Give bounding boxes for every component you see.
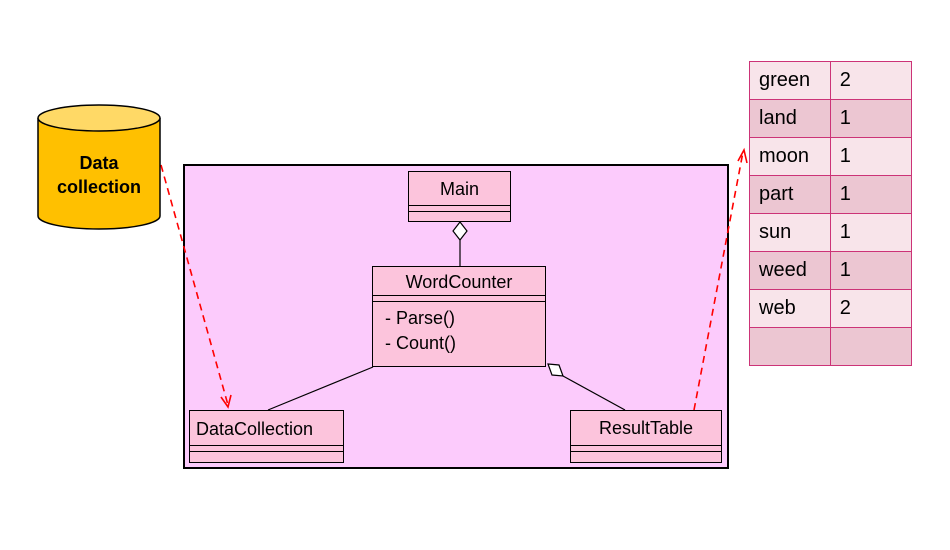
arrowhead-datacollection [220,394,232,409]
result-table: green 2 land 1 moon 1 part 1 sun 1 weed … [749,61,913,366]
count-cell: 1 [829,99,913,138]
word-cell: land [749,99,831,138]
operation-parse: - Parse() [385,308,456,328]
table-row [749,327,913,366]
class-resulttable-operations-divider [571,451,721,452]
word-cell: web [749,289,831,328]
class-resulttable-attributes-divider [571,445,721,446]
arrowhead-table [737,147,748,164]
table-row: weed 1 [749,251,913,290]
word-cell [749,327,831,366]
table-row: green 2 [749,61,913,100]
association-wordcounter-resulttable [562,375,626,411]
association-wordcounter-datacollection [267,366,374,411]
count-cell: 1 [829,213,913,252]
word-cell: moon [749,137,831,176]
class-resulttable: ResultTable [570,410,722,463]
word-cell: sun [749,213,831,252]
class-main: Main [408,171,511,222]
class-wordcounter-attributes-divider [373,295,545,296]
count-cell: 2 [829,289,913,328]
table-row: land 1 [749,99,913,138]
class-wordcounter-operations: - Parse() - Count() [373,302,545,356]
table-row: part 1 [749,175,913,214]
aggregation-diamond-main [452,221,468,241]
class-main-name: Main [439,179,479,199]
class-main-attributes-divider [409,205,510,206]
count-cell [829,327,913,366]
class-datacollection-attributes-divider [190,445,343,446]
dashed-flow-resulttable-to-table [693,151,744,411]
class-wordcounter: WordCounter - Parse() - Count() [372,266,546,367]
table-row: moon 1 [749,137,913,176]
word-cell: part [749,175,831,214]
data-collection-store: Data collection [37,104,161,230]
dashed-flow-datastore-to-datacollection [160,164,229,406]
class-resulttable-name: ResultTable [598,418,694,438]
count-cell: 1 [829,137,913,176]
data-collection-label-line1: Data [79,153,119,173]
class-datacollection-name: DataCollection [196,419,314,439]
table-row: sun 1 [749,213,913,252]
word-cell: weed [749,251,831,290]
class-wordcounter-operations-divider [373,301,545,302]
class-main-operations-divider [409,211,510,212]
aggregation-diamond-wordcounter [547,363,564,377]
count-cell: 1 [829,175,913,214]
count-cell: 1 [829,251,913,290]
data-collection-label: Data collection [37,151,161,199]
data-collection-label-line2: collection [56,177,141,197]
table-row: web 2 [749,289,913,328]
operation-count: - Count() [385,333,457,353]
class-datacollection: DataCollection [189,410,344,463]
count-cell: 2 [829,61,913,100]
class-datacollection-operations-divider [190,451,343,452]
database-cylinder-icon [37,104,161,230]
class-wordcounter-name: WordCounter [405,272,513,292]
word-cell: green [749,61,831,100]
